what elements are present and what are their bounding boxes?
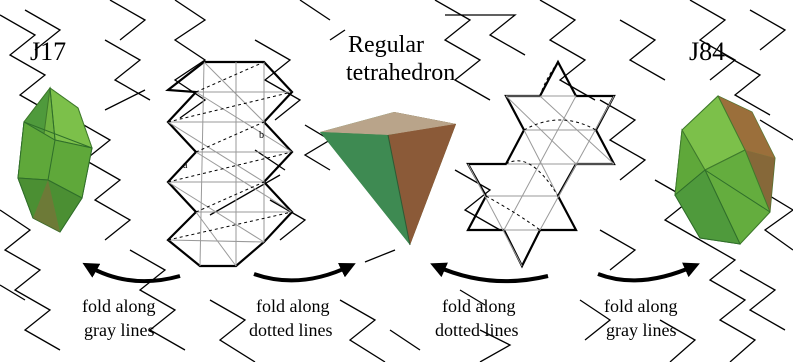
caption-4-line1: fold along	[604, 296, 678, 316]
caption-1: fold along gray lines	[82, 296, 156, 340]
caption-2: fold along dotted lines	[249, 296, 333, 340]
tetrahedron-label-line1: Regular	[348, 32, 424, 58]
tetrahedron	[320, 112, 456, 246]
j17-polyhedron	[17, 86, 93, 233]
arrow-to-j84	[597, 262, 700, 283]
j84-polyhedron	[674, 95, 776, 245]
arrow-to-j17	[82, 262, 181, 284]
fold-arrows	[82, 262, 700, 284]
caption-3: fold along dotted lines	[435, 296, 519, 340]
caption-1-line2: gray lines	[84, 320, 154, 340]
caption-1-line1: fold along	[82, 296, 156, 316]
caption-2-line2: dotted lines	[249, 320, 333, 340]
point-a-label: a	[183, 160, 188, 171]
caption-4-line2: gray lines	[606, 320, 676, 340]
j17-label: J17	[30, 37, 66, 66]
arrow-to-tetra-right	[430, 262, 549, 284]
caption-3-line2: dotted lines	[435, 320, 519, 340]
j84-net	[466, 59, 616, 269]
caption-2-line1: fold along	[256, 296, 330, 316]
caption-3-line1: fold along	[442, 296, 516, 316]
j17-net: a b	[165, 60, 294, 268]
tetrahedron-label-line2: tetrahedron	[346, 60, 455, 86]
point-b-label: b	[259, 130, 264, 141]
j84-label: J84	[689, 37, 725, 66]
arrow-to-tetra-left	[253, 262, 356, 283]
caption-4: fold along gray lines	[604, 296, 678, 340]
